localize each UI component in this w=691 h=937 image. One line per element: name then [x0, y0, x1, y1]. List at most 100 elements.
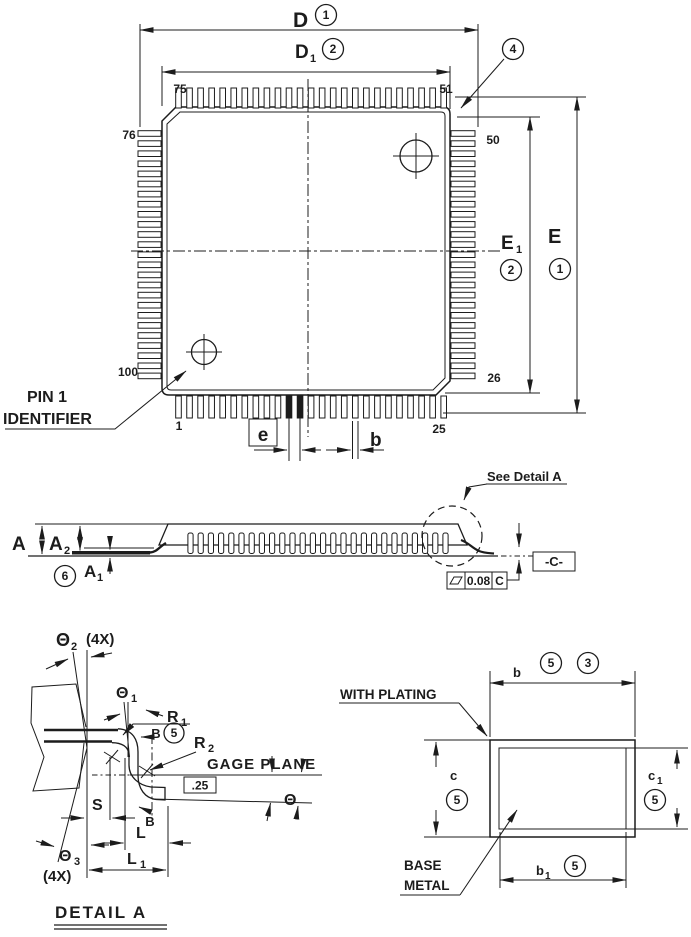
lead-row-top — [175, 87, 447, 109]
flatness-value: 0.08 — [467, 574, 491, 588]
lead — [137, 180, 162, 188]
lead — [450, 291, 476, 299]
pin-label-51: 51 — [439, 82, 453, 96]
section-b-arrow-bottom — [138, 806, 153, 815]
theta3-sub: 3 — [74, 856, 80, 868]
theta1-arrow-left — [103, 713, 121, 722]
dim-e-label: e — [258, 425, 269, 446]
note-5-c: 5 — [445, 788, 469, 812]
lead — [411, 532, 418, 554]
dim-a-label: A — [12, 534, 26, 555]
lead — [137, 150, 162, 157]
section-b-label-top: B — [151, 726, 160, 741]
lead — [137, 291, 162, 299]
lead — [186, 87, 193, 109]
lead — [230, 87, 238, 109]
lead — [258, 532, 265, 554]
dim-s-label: S — [92, 797, 103, 814]
lead — [228, 532, 235, 554]
package-body-inner-outline — [166, 111, 446, 391]
dim-l1-sub: 1 — [140, 859, 146, 871]
lead — [307, 87, 315, 109]
lead — [385, 395, 392, 419]
lead — [219, 87, 226, 109]
lead — [363, 87, 370, 109]
bend-center-cross-icon — [138, 763, 156, 779]
svg-text:5: 5 — [171, 726, 178, 740]
flatness-symbol-icon — [449, 576, 463, 585]
base-metal-leader — [459, 809, 518, 896]
lead — [197, 87, 204, 109]
lead — [429, 395, 436, 419]
theta3-qty: (4X) — [43, 868, 71, 885]
dim-a2-sub: 2 — [64, 545, 70, 557]
lead — [309, 532, 316, 554]
lead — [269, 532, 276, 554]
svg-text:5: 5 — [454, 793, 461, 807]
lead — [330, 532, 337, 554]
lead — [252, 87, 260, 109]
pin1-identifier-label-line2: IDENTIFIER — [3, 411, 92, 428]
svg-text:2: 2 — [330, 42, 337, 56]
with-plating-label: WITH PLATING — [340, 687, 436, 702]
lead — [263, 395, 271, 419]
datum-c-box — [532, 551, 576, 572]
lead — [407, 87, 414, 109]
theta3-slant-line — [57, 747, 88, 863]
lead — [285, 87, 293, 109]
lead — [385, 87, 392, 109]
lead — [296, 87, 304, 109]
note-1-e: 1 — [548, 257, 572, 281]
lead — [318, 395, 326, 419]
lead — [450, 332, 476, 339]
lead — [363, 395, 370, 419]
pin-label-50: 50 — [486, 133, 500, 147]
lead — [197, 532, 204, 554]
gage-offset-arrow-up — [265, 802, 271, 822]
lead — [279, 532, 286, 554]
note-5-section: 5 — [163, 722, 185, 744]
pin1-identifier-label-line1: PIN 1 — [27, 389, 67, 406]
lead — [137, 221, 162, 228]
lead — [137, 271, 162, 279]
theta3-arrow-left — [35, 839, 55, 847]
lead — [137, 211, 162, 218]
pin-label-1: 1 — [176, 419, 183, 433]
lead — [450, 140, 476, 147]
lead — [137, 281, 162, 289]
lead — [450, 281, 476, 289]
lead — [450, 322, 476, 329]
lead — [450, 352, 476, 359]
dim-e1-sub: 1 — [516, 244, 522, 256]
pin-label-26: 26 — [487, 371, 501, 385]
lead — [360, 532, 367, 554]
r2-sub: 2 — [208, 743, 214, 755]
theta2-arrow-right — [90, 651, 113, 658]
lead — [391, 532, 398, 554]
lead — [289, 532, 296, 554]
lead — [137, 190, 162, 198]
lead — [238, 532, 245, 554]
lead — [137, 342, 162, 349]
pin-label-76: 76 — [122, 128, 136, 142]
gage-offset-box — [183, 776, 217, 794]
lead — [450, 211, 476, 218]
note-6-a1: 6 — [53, 564, 77, 588]
svg-text:5: 5 — [572, 859, 579, 873]
base-metal-outline — [498, 747, 627, 830]
plated-lead-outline — [489, 739, 636, 838]
lead-row-right — [450, 130, 476, 380]
note-5-c1: 5 — [643, 788, 667, 812]
lead — [450, 170, 476, 178]
lead — [241, 87, 249, 109]
theta1-label: Θ — [116, 685, 128, 702]
gage-offset-value: .25 — [192, 779, 209, 793]
lead — [407, 395, 414, 419]
section-b-label-bottom: B — [145, 814, 154, 829]
lead — [352, 395, 359, 419]
lead — [352, 87, 359, 109]
base-metal-label-line2: METAL — [404, 878, 450, 893]
svg-text:5: 5 — [652, 793, 659, 807]
lead — [450, 150, 476, 157]
